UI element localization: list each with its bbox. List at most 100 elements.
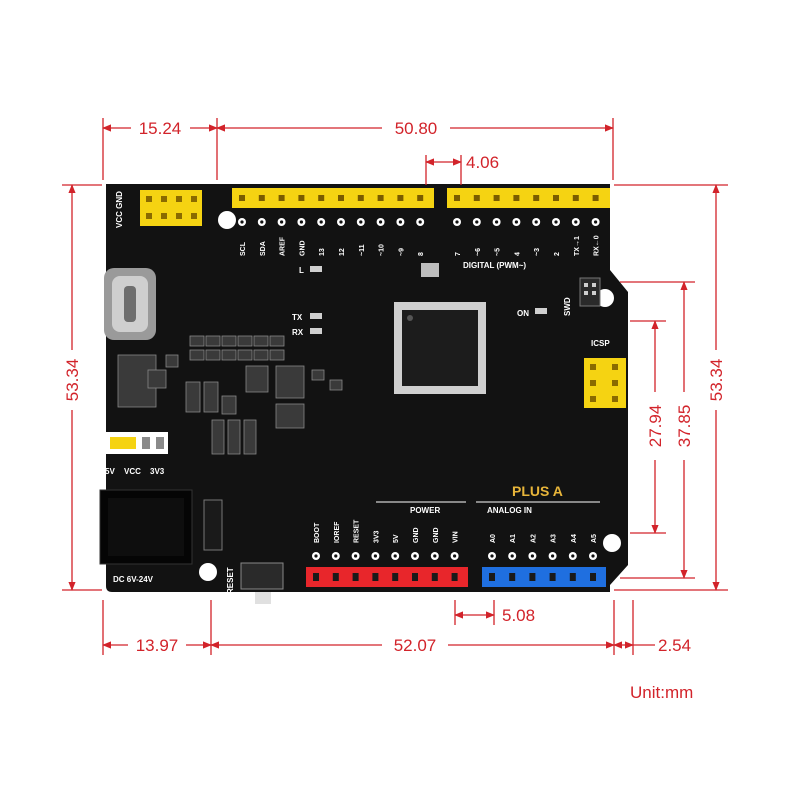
icsp-label: ICSP [591,339,610,348]
header-socket [592,195,599,201]
dim-top-pitch: 4.06 [466,153,499,172]
pin-pad-hole [354,554,358,558]
header-socket [332,573,339,581]
pin-label-power-6: GND [433,527,440,543]
on-label: ON [517,309,529,318]
bottom-header-sockets [313,573,596,581]
pin-pad-hole [433,554,437,558]
dc-barrel-jack[interactable] [99,489,193,565]
header-socket [549,573,556,581]
pin-label-analog-3: A3 [551,534,558,543]
header-socket [372,573,379,581]
header-socket [357,195,364,201]
pin-label-digital-left-1: SDA [260,241,267,256]
icsp-header[interactable] [584,358,626,408]
rx-led [310,328,322,334]
header-socket [572,195,579,201]
pin-pad-hole [510,554,514,558]
digital-header-right[interactable] [447,188,610,208]
bottom-pin-pads [312,552,597,560]
header-socket [417,195,424,201]
header-socket [493,195,500,201]
pin-label-digital-right-0: 7 [455,252,462,256]
header-socket [509,573,516,581]
mounting-hole-bottom-right [603,534,621,552]
header-socket [352,573,359,581]
pin-label-power-2: RESET [354,519,361,543]
pin-pad-hole [359,220,363,224]
header-socket [553,195,559,201]
unit-label: Unit:mm [630,683,693,702]
dim-right-mid: 37.85 [675,405,694,448]
digital-header-left[interactable] [232,188,434,208]
header-socket [590,573,596,581]
pin-label-analog-5: A5 [591,534,598,543]
dc-input-label: DC 6V-24V [113,575,154,584]
rx-label: RX [292,328,304,337]
pin-label-digital-left-9: 8 [418,252,425,256]
crystal [421,263,439,277]
analog-header[interactable] [482,567,606,587]
pin-label-digital-right-1: ~6 [475,248,482,256]
pin-label-digital-right-5: 2 [554,252,561,256]
tx-led [310,313,322,319]
dim-bottom-right: 2.54 [658,636,691,655]
header-socket [377,195,384,201]
reset-label: RESET [226,567,235,594]
header-socket [454,195,460,201]
header-socket [412,573,418,581]
power-header[interactable] [306,567,468,587]
header-socket [489,573,495,581]
pin-label-power-0: BOOT [314,522,321,543]
pcb-board [106,184,628,592]
pin-label-digital-left-6: ~11 [359,244,366,256]
header-socket [473,195,480,201]
pin-pad-hole [418,220,422,224]
header-socket [431,573,438,581]
pin-pad-hole [379,220,383,224]
pin-label-digital-left-2: AREF [280,236,287,256]
mounting-hole-bottom-left [199,563,217,581]
pin-pad-hole [453,554,457,558]
jumper-5v-label: 5V [105,467,115,476]
dimension-lines [62,118,728,655]
pin-label-power-1: IOREF [334,521,341,543]
header-socket [529,573,536,581]
pin-label-power-3: 3V3 [373,530,380,543]
header-socket [278,195,285,201]
dim-right-height: 53.34 [707,359,726,402]
header-socket [313,573,319,581]
pin-label-power-5: GND [413,527,420,543]
pin-pad-hole [334,554,338,558]
pin-pad-hole [393,554,397,558]
passive-components [117,335,343,455]
led-l [310,266,322,272]
fuse [203,499,223,551]
power-selector-jumper[interactable] [104,432,168,454]
header-socket [451,573,458,581]
dim-right-inner: 27.94 [646,405,665,448]
reset-button[interactable] [240,562,284,604]
pin-label-digital-right-7: RX←0 [594,235,601,256]
dim-bottom-left: 13.97 [136,636,179,655]
pin-pad-hole [490,554,494,558]
board-name: PLUS A [512,483,563,499]
led-l-label: L [299,266,304,275]
pin-pad-hole [280,220,284,224]
vcc-gnd-header [140,190,202,226]
swd-header[interactable] [579,277,601,307]
pin-label-digital-left-8: ~9 [398,248,405,256]
pin-pad-hole [495,220,499,224]
pin-pad-hole [455,220,459,224]
header-socket [318,195,325,201]
tx-label: TX [292,313,303,322]
dim-bottom-main: 52.07 [394,636,437,655]
pin-label-digital-left-5: 12 [339,248,346,256]
power-label: POWER [410,506,440,515]
usb-c-port[interactable] [104,268,156,340]
header-socket [258,195,265,201]
pin-pad-hole [314,554,318,558]
on-led [535,308,547,314]
